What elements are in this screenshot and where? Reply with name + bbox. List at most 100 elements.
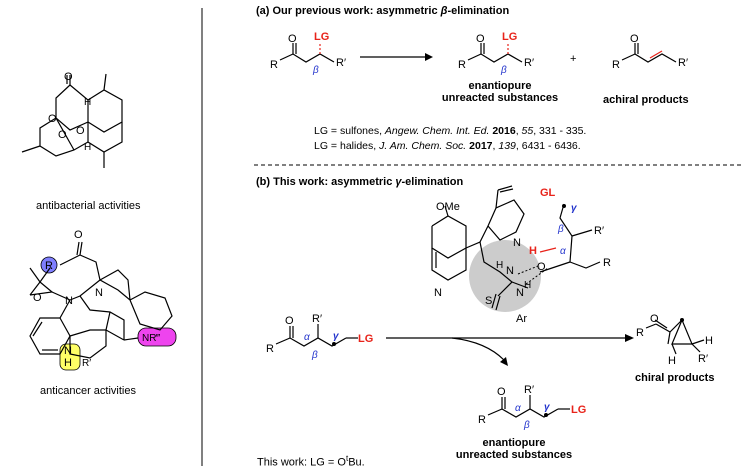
prod-a-rp: R′: [524, 57, 534, 69]
prod-a-oxygen: O: [476, 33, 485, 45]
cyclo-oxygen: O: [650, 313, 659, 325]
cyclo-dot: [680, 318, 684, 322]
cat-s: S: [485, 295, 492, 307]
cat-rp: R′: [594, 225, 604, 237]
alk-nh-n: N: [64, 345, 72, 357]
catalyst-hbond-1: [517, 265, 539, 275]
cat-ar: Ar: [516, 313, 527, 325]
achiral-oxygen: O: [630, 33, 639, 45]
bottom-rp: R′: [524, 384, 534, 396]
bottom-oxygen: O: [497, 386, 506, 398]
achiral-r: R: [612, 59, 620, 71]
cat-h-red: H: [529, 245, 537, 257]
art-oxygen-carbonyl: O: [64, 71, 73, 83]
bottom-gamma-dot: [544, 413, 548, 417]
plus-sign: +: [570, 53, 576, 65]
cyclopropane-product: [645, 318, 705, 355]
bottom-lg: LG: [571, 404, 586, 416]
chiral-products-label: chiral products: [635, 372, 715, 384]
alk-r-label: R: [45, 260, 53, 272]
art-h-1: H: [84, 97, 91, 108]
section-b-gamma: γ: [395, 176, 402, 188]
reference-2: LG = halides, J. Am. Chem. Soc. 2017, 13…: [314, 140, 581, 152]
bottom-gamma: γ: [544, 402, 551, 413]
this-work-note: This work: LG = OtBu.: [257, 454, 365, 469]
sub-b-gamma: γ: [333, 331, 340, 342]
reference-1: LG = sulfones, Angew. Chem. Int. Ed. 201…: [314, 125, 587, 137]
antibacterial-label: antibacterial activities: [36, 200, 141, 212]
sub-b-alpha: α: [304, 332, 310, 343]
cat-nh-n1: N: [506, 265, 514, 277]
cyclo-h-1: H: [705, 335, 713, 347]
prod-a-r: R: [458, 59, 466, 71]
alk-n-2: N: [95, 287, 103, 299]
catalyst-structure: [431, 185, 601, 311]
sub-b-rp: R′: [312, 313, 322, 325]
substrate-b: [275, 324, 358, 347]
section-a-beta: β: [440, 5, 448, 17]
r-highlight-circle: [40, 256, 58, 274]
cat-beta: β: [557, 224, 564, 235]
achiral-rp: R′: [678, 57, 688, 69]
product-a-enantiopure: [467, 43, 523, 63]
cyclo-rp: R′: [698, 353, 708, 365]
cat-gamma: γ: [571, 203, 578, 214]
cyclo-r: R: [636, 327, 644, 339]
cat-n-quinoline: N: [434, 287, 442, 299]
nr-highlight-box: [137, 327, 177, 347]
cat-o: O: [537, 261, 546, 273]
alk-nr-label: NR‴: [142, 333, 160, 344]
section-a-title: (a) Our previous work: asymmetric β-elim…: [256, 5, 510, 17]
cat-alpha: α: [560, 246, 566, 257]
arrow-b-head: [625, 334, 634, 342]
cat-ome: OMe: [436, 201, 460, 213]
sub-b-beta: β: [311, 350, 318, 361]
curved-arrow: [451, 337, 505, 361]
sub-a-rp: R′: [336, 57, 346, 69]
catalyst-h-bond: [539, 247, 557, 253]
bottom-r: R: [478, 414, 486, 426]
cat-r: R: [603, 257, 611, 269]
art-h-2: H: [84, 142, 91, 153]
cat-gl: GL: [540, 187, 556, 199]
curved-arrow-head: [500, 357, 508, 366]
bottom-enantiopure-substrate: [487, 395, 570, 418]
art-oxygen-2: O: [58, 129, 67, 141]
bottom-beta: β: [523, 420, 530, 431]
anticancer-label: anticancer activities: [40, 385, 136, 397]
sub-a-lg: LG: [314, 31, 329, 43]
alk-nh-h: H: [64, 357, 72, 369]
prod-a-beta: β: [500, 65, 507, 76]
arrow-a-head: [425, 53, 433, 61]
prod-a-lg: LG: [502, 31, 517, 43]
art-oxygen-1: O: [48, 113, 57, 125]
sub-b-oxygen: O: [285, 315, 294, 327]
sub-b-r: R: [266, 343, 274, 355]
cyclo-h-2: H: [668, 355, 676, 367]
catalyst-hbond-2: [525, 267, 549, 285]
cat-nh-h2: H: [524, 280, 531, 291]
alk-oxygen-amide: O: [74, 229, 83, 241]
bottom-alpha: α: [515, 403, 521, 414]
sub-a-oxygen: O: [288, 33, 297, 45]
product-a-achiral: [621, 43, 677, 63]
sub-b-lg: LG: [358, 333, 373, 345]
substrate-a: [279, 43, 335, 63]
alk-n-1: N: [65, 295, 73, 307]
achiral-products-label: achiral products: [603, 94, 689, 106]
cat-nh-n2: N: [516, 287, 524, 299]
alkaloid-structure: [29, 241, 177, 371]
sub-b-gamma-dot: [332, 342, 336, 346]
cat-n-quinuclidine: N: [513, 237, 521, 249]
art-oxygen-3: O: [76, 125, 85, 137]
section-b-title: (b) This work: asymmetric γ-elimination: [256, 176, 464, 188]
cat-nh-h1: H: [496, 260, 503, 271]
cat-gamma-dot: [562, 204, 566, 208]
sub-a-beta: β: [312, 65, 319, 76]
alk-rdp-label: R′: [82, 358, 91, 369]
artemisinin-structure: [21, 73, 123, 168]
alk-oxygen-epoxide: O: [33, 292, 42, 304]
